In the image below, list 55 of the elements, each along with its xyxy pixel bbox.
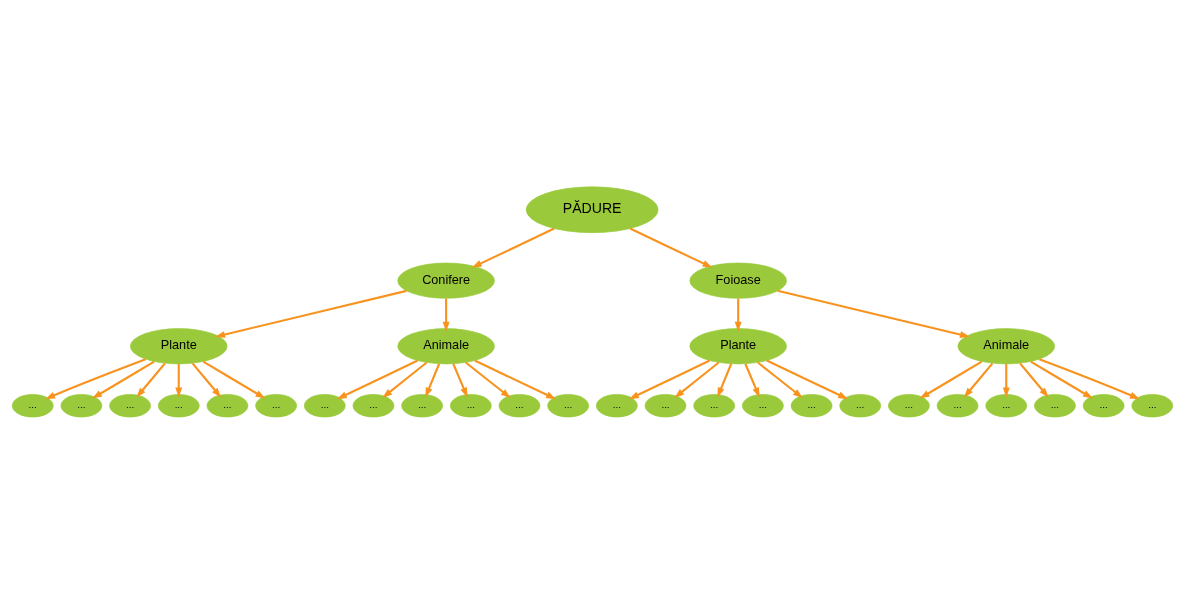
arrow [382,361,428,398]
node-ellipse: Animale [397,328,495,365]
node-ellipse: Plante [689,328,787,365]
arrow [744,363,760,398]
node-ellipse: ... [936,394,979,418]
arrow [452,363,468,398]
arrow [734,298,742,332]
arrow [1038,358,1140,400]
arrow [777,289,970,338]
arrow [202,360,266,399]
arrow [92,360,155,399]
node-ellipse: ... [596,394,638,418]
node-ellipse: ... [644,394,687,418]
node-ellipse: ... [157,394,200,418]
node-ellipse: ... [790,394,833,418]
arrow [1002,364,1010,398]
arrow [136,362,166,398]
node-ellipse: ... [303,394,346,418]
node-ellipse: ... [450,394,492,418]
node-ellipse: ... [839,394,882,418]
node-ellipse: ... [60,394,103,418]
node-ellipse: ... [547,394,589,418]
arrow [442,298,450,332]
node-ellipse: ... [352,394,395,418]
arrow [215,289,407,338]
node-ellipse: ... [693,394,735,418]
arrow [336,359,419,400]
node-ellipse: ... [1082,394,1125,418]
arrow [425,363,441,398]
arrow [191,362,222,398]
arrow [766,359,849,400]
arrow [629,227,713,268]
arrow [674,361,720,398]
node-ellipse: PĂDURE [525,186,659,234]
node-ellipse: ... [401,394,443,418]
node-ellipse: ... [206,394,249,418]
node-ellipse: ... [109,394,151,418]
node-ellipse: ... [1034,394,1076,418]
arrow [1030,360,1093,399]
node-ellipse: ... [985,394,1028,418]
arrow [474,359,556,400]
node-ellipse: ... [742,394,784,418]
arrow [757,361,803,399]
node-ellipse: ... [498,394,541,418]
arrow [175,364,183,398]
node-ellipse: ... [888,394,930,418]
arrow [45,358,147,400]
arrow [628,359,711,400]
arrow [717,363,733,398]
arrow [471,227,555,268]
arrow [465,361,511,399]
node-ellipse: ... [255,394,297,418]
arrow [919,360,983,399]
arrow [963,362,994,398]
arrow [1019,362,1049,398]
